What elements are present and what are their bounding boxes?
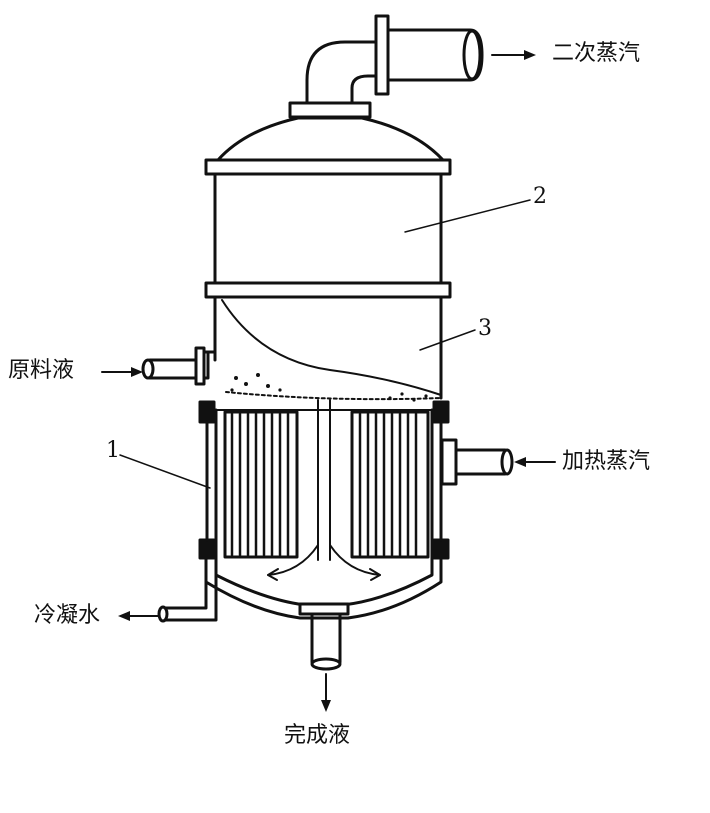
evaporation-body	[213, 295, 443, 402]
heating-steam-label: 加热蒸汽	[562, 449, 651, 474]
heating-chamber	[198, 400, 450, 562]
product-liquid-label: 完成液	[284, 723, 351, 748]
circulation-arrows	[267, 544, 381, 581]
heating-steam-inlet-pipe	[440, 438, 514, 486]
secondary-steam-label: 二次蒸汽	[552, 41, 641, 66]
boiling-foam	[230, 373, 428, 402]
central-downcomer	[317, 399, 331, 561]
part-number-heating-chamber: 1	[106, 438, 120, 463]
right-tube-bundle	[350, 410, 430, 559]
feed-inlet-pipe	[141, 346, 217, 386]
separation-chamber	[204, 172, 452, 299]
leader-lines	[119, 199, 531, 489]
part-number-liquid-level: 3	[478, 316, 492, 341]
left-tube-bundle	[223, 410, 299, 559]
condensate-label: 冷凝水	[34, 603, 101, 628]
product-outlet-pipe	[298, 602, 350, 671]
condensate-outlet-pipe	[157, 558, 218, 623]
flow-arrows	[101, 50, 556, 712]
vapor-outlet-pipe	[288, 14, 484, 119]
top-dome	[204, 116, 452, 176]
feed-liquid-label: 原料液	[8, 358, 75, 383]
part-number-separation-chamber: 2	[533, 184, 547, 209]
